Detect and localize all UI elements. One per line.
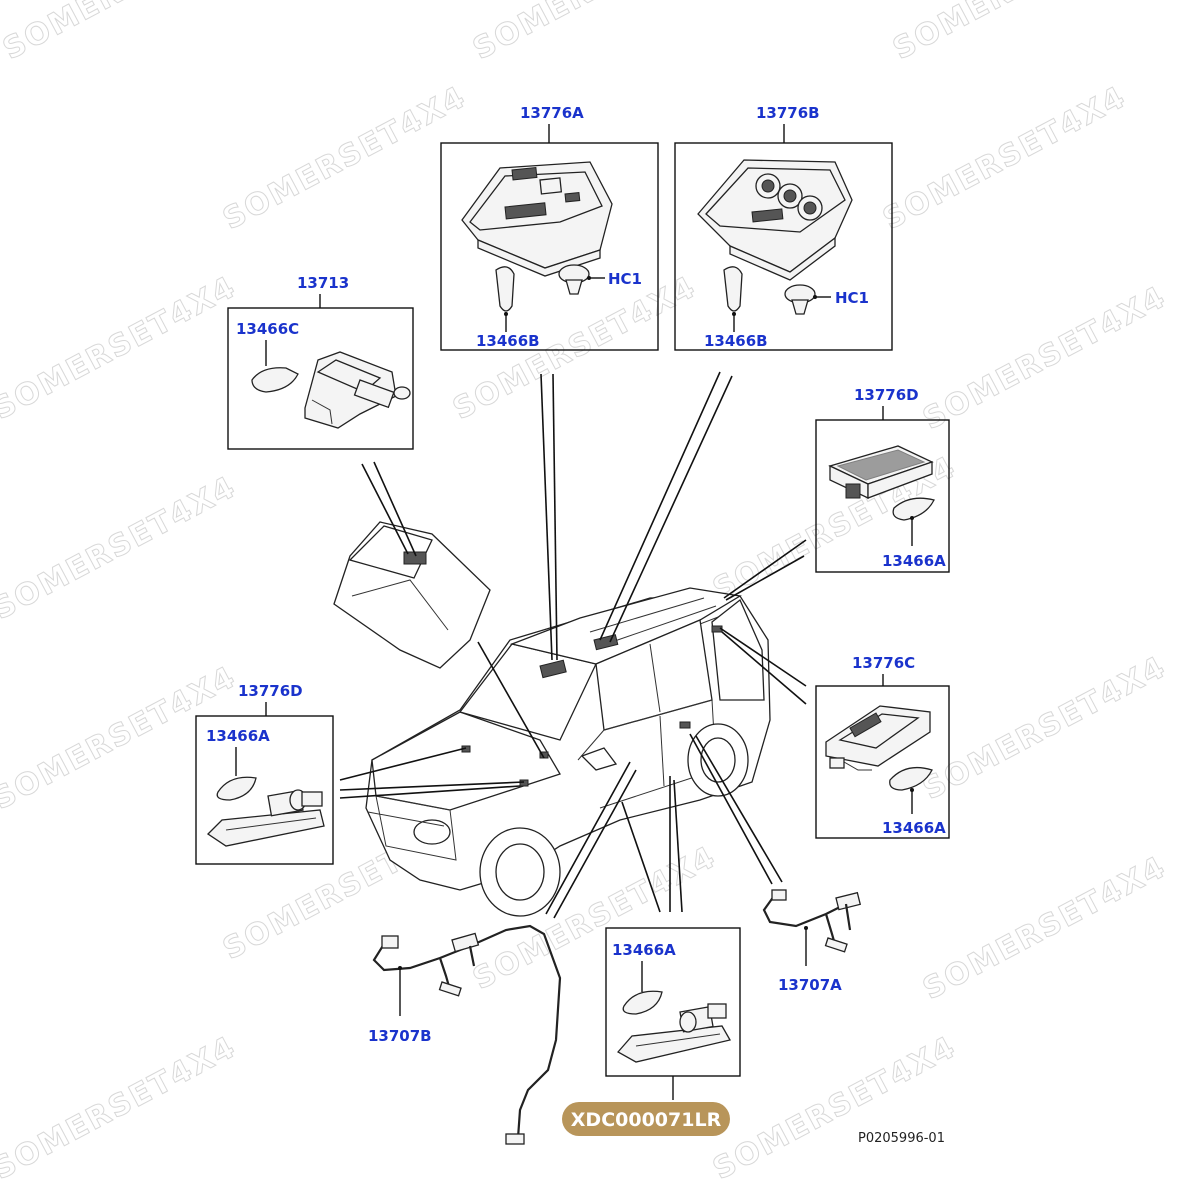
panel-13713 (227, 307, 414, 450)
part-number-badge[interactable]: XDC000071LR (562, 1102, 730, 1136)
bulb-13466A-right (889, 766, 933, 814)
group-13776D-right: 13776D 13466A (815, 386, 950, 573)
watermark-text: SOMERSET4X4 (467, 0, 722, 67)
group-13713: 13713 13466C (227, 274, 414, 450)
badge-background (562, 1102, 730, 1136)
callout-13466B-b[interactable]: 13466B (704, 332, 768, 350)
drawing-reference: P0205996-01 (858, 1131, 945, 1146)
callout-13776D-right[interactable]: 13776D (854, 386, 919, 404)
callout-13707A[interactable]: 13707A (778, 976, 842, 994)
watermark-text: SOMERSET4X4 (917, 849, 1172, 1007)
bulb-13466C (251, 367, 299, 393)
group-13776D-left: 13776D 13466A (195, 682, 334, 865)
callout-13466A-right[interactable]: 13466A (882, 819, 946, 837)
watermark-text: SOMERSET4X4 (0, 269, 242, 427)
footwell-lamp-13776D (206, 789, 325, 847)
watermark-text: SOMERSET4X4 (0, 0, 252, 67)
watermark-text: SOMERSET4X4 (887, 0, 1142, 67)
callout-13466B-a[interactable]: 13466B (476, 332, 540, 350)
callout-13466A-top[interactable]: 13466A (882, 552, 946, 570)
vehicle (365, 587, 771, 917)
watermark-text: SOMERSET4X4 (0, 469, 242, 627)
panel-13776C (815, 685, 950, 839)
panel-13776A (440, 142, 659, 351)
bulb-13466A-bottom (622, 990, 663, 1015)
puddle-lamp (616, 1003, 731, 1063)
callout-13776D-left[interactable]: 13776D (238, 682, 303, 700)
harness-13707A (762, 889, 862, 966)
panel-13776D-right (815, 419, 950, 573)
courtesy-lamp-13776C (825, 705, 931, 771)
watermark-text: SOMERSET4X4 (917, 279, 1172, 437)
harness-13707B (372, 924, 562, 1145)
callout-13776A[interactable]: 13776A (520, 104, 584, 122)
callout-13707B[interactable]: 13707B (368, 1027, 432, 1045)
callout-13713[interactable]: 13713 (297, 274, 349, 292)
watermark-text: SOMERSET4X4 (0, 1029, 242, 1187)
bulb-13466A-top (892, 497, 935, 546)
bulb-13466A-left (216, 776, 257, 801)
clip-HC1-b (784, 284, 831, 315)
bulb-13466B-a (495, 266, 515, 332)
bulb-13466B-b (723, 266, 743, 332)
clip-HC1-a (558, 264, 605, 295)
panel-13776B (674, 142, 893, 351)
panel-13776D-left (195, 715, 334, 865)
callout-13776B[interactable]: 13776B (756, 104, 820, 122)
watermark-text: SOMERSET4X4 (917, 649, 1172, 807)
callout-HC1-b[interactable]: HC1 (835, 289, 869, 307)
roof-console-13776B (697, 159, 853, 281)
callout-13466A-bottom[interactable]: 13466A (612, 941, 676, 959)
lamp-unit-13713 (304, 351, 411, 429)
callout-13466C[interactable]: 13466C (236, 320, 299, 338)
callout-HC1-a[interactable]: HC1 (608, 270, 642, 288)
group-13776B: 13776B 13466B HC1 (674, 104, 893, 351)
group-13466A-bottom: 13466A (605, 927, 741, 1100)
callout-13466A-left[interactable]: 13466A (206, 727, 270, 745)
load-lamp-13776D (828, 445, 934, 500)
group-13776A: 13776A 13466B HC1 (440, 104, 659, 351)
callout-13776C[interactable]: 13776C (852, 654, 915, 672)
glovebox (333, 521, 491, 669)
watermark-text: SOMERSET4X4 (877, 79, 1132, 237)
group-13776C: 13776C 13466A (815, 654, 950, 839)
watermark-text: SOMERSET4X4 (707, 1029, 962, 1187)
badge-text: XDC000071LR (571, 1109, 722, 1131)
roof-console-13776A (461, 161, 613, 277)
watermark-text: SOMERSET4X4 (217, 79, 472, 237)
leader-lines (339, 371, 807, 919)
